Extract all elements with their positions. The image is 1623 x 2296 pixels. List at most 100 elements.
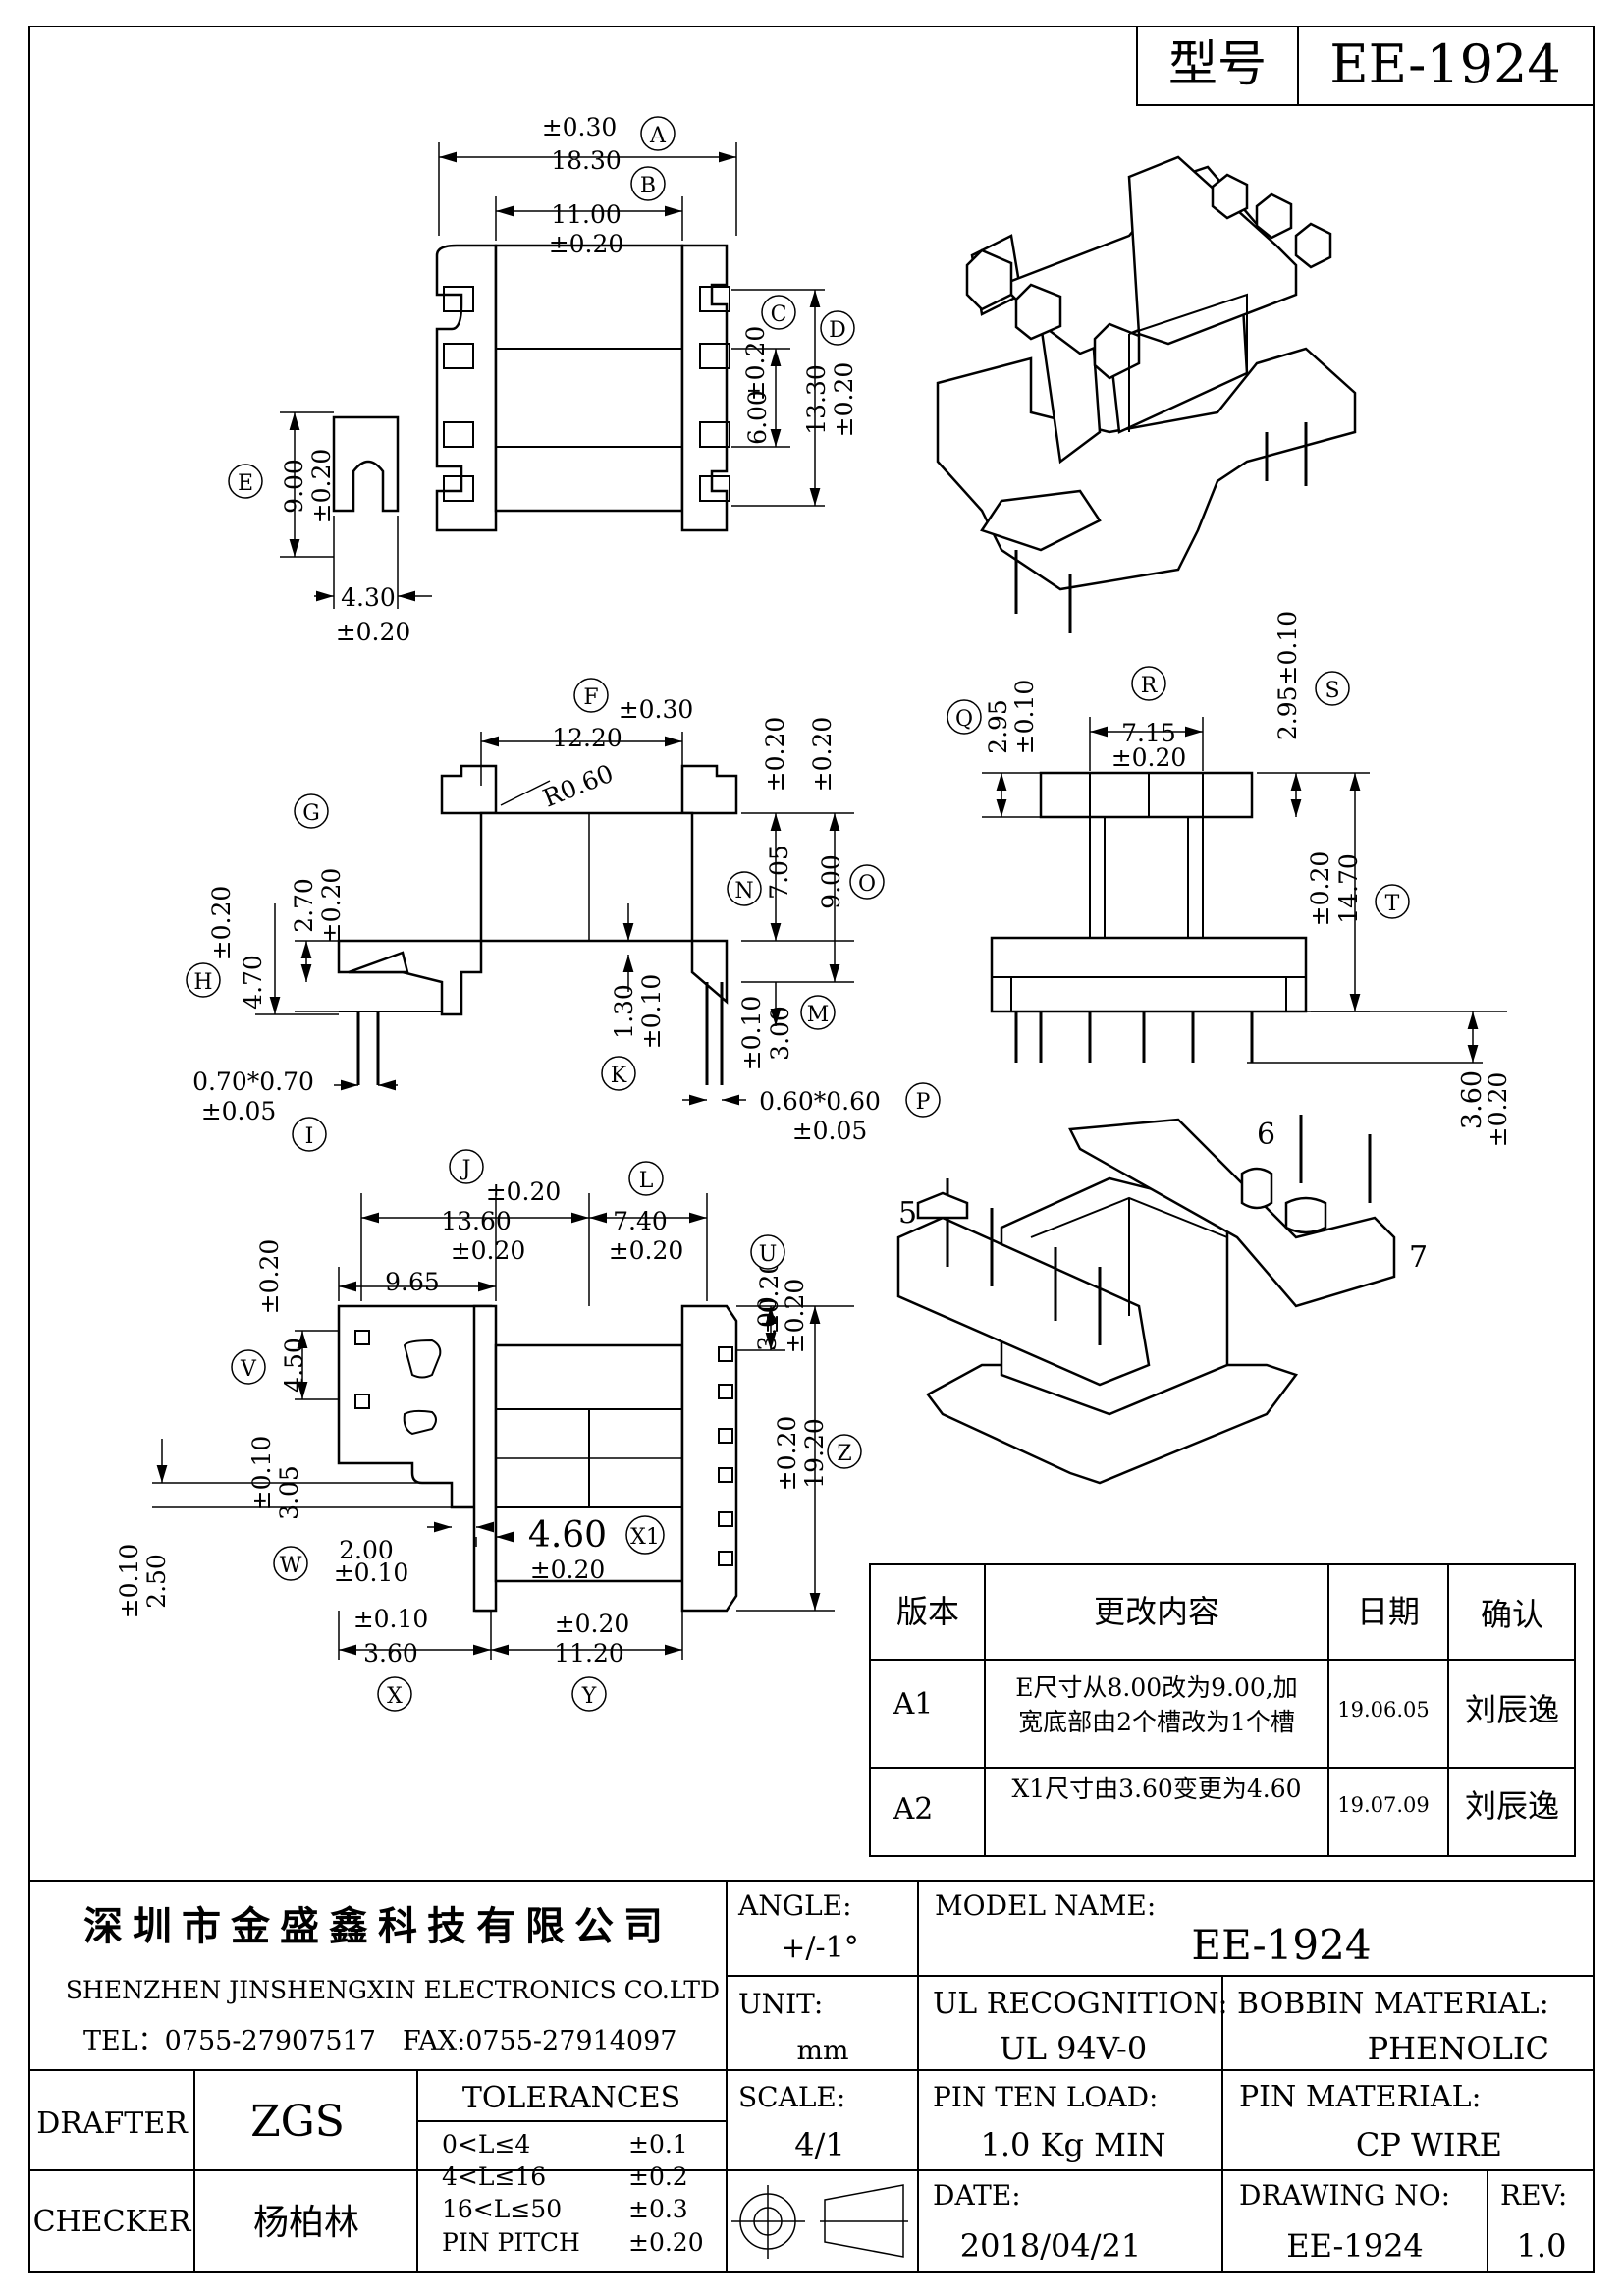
- svg-text:E: E: [238, 471, 253, 496]
- svg-text:F: F: [583, 685, 598, 710]
- callout-b: B: [630, 166, 666, 201]
- front-dim-12-20: 12.20: [552, 724, 622, 752]
- pin-material-value: CP WIRE: [1356, 2126, 1502, 2163]
- front-dim-pin-size-2-tol: ±0.05: [792, 1117, 868, 1145]
- svg-text:Y: Y: [581, 1684, 597, 1709]
- side-dim-14-70: 14.70: [1334, 853, 1363, 924]
- bottom-dim-9-65: 9.65: [385, 1268, 440, 1296]
- callout-m: M: [800, 995, 836, 1030]
- bottom-dim-13-60-tol: ±0.20: [486, 1177, 562, 1206]
- top-dim-9-00: 9.00: [280, 459, 308, 514]
- svg-text:Z: Z: [837, 1442, 851, 1466]
- callout-h: H: [186, 962, 221, 998]
- top-dim-9-00-tol: ±0.20: [307, 449, 336, 524]
- callout-f: F: [573, 678, 609, 713]
- angle-label: ANGLE:: [737, 1889, 852, 1922]
- bottom-dim-4-50: 4.50: [280, 1338, 308, 1393]
- front-dim-r0-60: R0.60: [539, 759, 618, 813]
- bottom-dim-19-20-tol: ±0.20: [773, 1416, 801, 1492]
- bottom-dim-4-60: 4.60: [528, 1515, 607, 1556]
- checker-value: 杨柏林: [253, 2203, 359, 2243]
- revision-row2-confirm: 刘辰逸: [1465, 1787, 1559, 1825]
- projection-symbol: [731, 2184, 908, 2259]
- top-dim-13-30-tol: ±0.20: [830, 362, 858, 438]
- bobbin-material-value: PHENOLIC: [1368, 2030, 1549, 2067]
- bottom-dim-11-20-tol: ±0.20: [555, 1610, 630, 1638]
- revision-header-date: 日期: [1357, 1593, 1420, 1630]
- tolerances-label: TOLERANCES: [462, 2081, 680, 2115]
- drawing-no-label: DRAWING NO:: [1239, 2179, 1450, 2212]
- front-dim-7-05-tol: ±0.20: [761, 717, 789, 793]
- checker-label: CHECKER: [33, 2205, 192, 2239]
- front-dim-4-70-tol: ±0.20: [207, 886, 236, 961]
- front-view: ±0.30 12.20 R0.60 ±0.20 ±0.20 7.05 9.00 …: [186, 678, 941, 1152]
- top-dim-6-00-tol: ±0.20: [741, 326, 770, 402]
- svg-text:G: G: [302, 801, 320, 826]
- svg-text:S: S: [1325, 679, 1339, 703]
- svg-text:C: C: [771, 302, 787, 327]
- callout-k: K: [601, 1056, 636, 1091]
- revision-header-change: 更改内容: [1094, 1593, 1219, 1630]
- front-dim-2-70: 2.70: [290, 878, 318, 933]
- top-dim-11-00-tol: ±0.20: [549, 230, 624, 258]
- bottom-dim-2-50: 2.50: [142, 1554, 171, 1609]
- tolerance-value-1: ±0.1: [628, 2130, 688, 2159]
- front-dim-4-70: 4.70: [239, 955, 267, 1010]
- front-dim-1-30: 1.30: [610, 984, 638, 1039]
- front-dim-pin-size-tol: ±0.05: [201, 1097, 277, 1125]
- callout-d: D: [820, 310, 855, 346]
- side-dim-3-60-tol: ±0.20: [1484, 1072, 1512, 1148]
- company-name-en: SHENZHEN JINSHENGXIN ELECTRONICS CO.LTD: [66, 1976, 720, 2004]
- top-dim-18-30-tol: ±0.30: [542, 113, 618, 141]
- bottom-dim-4-50-tol: ±0.20: [255, 1239, 284, 1315]
- svg-text:U: U: [759, 1242, 778, 1267]
- callout-w: W: [273, 1546, 308, 1581]
- svg-text:X1: X1: [630, 1525, 660, 1550]
- pin-load-label: PIN TEN LOAD:: [933, 2081, 1158, 2113]
- bottom-dim-3-00-tol-b: ±0.20: [781, 1279, 809, 1354]
- unit-value: mm: [796, 2034, 848, 2066]
- callout-c: C: [761, 295, 796, 330]
- bottom-dim-11-20: 11.20: [554, 1639, 624, 1667]
- side-dim-2-95: 2.95: [984, 699, 1012, 754]
- callout-x: X: [377, 1676, 412, 1712]
- front-dim-1-30-tol: ±0.10: [637, 974, 666, 1050]
- svg-text:R: R: [1141, 674, 1159, 698]
- svg-text:D: D: [829, 318, 846, 343]
- svg-text:T: T: [1385, 892, 1400, 916]
- callout-l: L: [628, 1161, 664, 1196]
- tolerance-value-2: ±0.2: [628, 2162, 688, 2191]
- side-dim-3-60: 3.60: [1457, 1070, 1488, 1129]
- callout-e: E: [228, 464, 263, 499]
- company-fax: FAX:0755-27914097: [403, 2026, 676, 2056]
- svg-text:O: O: [858, 872, 876, 897]
- callout-v: V: [231, 1349, 266, 1385]
- callout-n: N: [727, 871, 762, 906]
- front-dim-9-00-tol: ±0.20: [808, 717, 837, 793]
- front-dim-pin-size-2: 0.60*0.60: [759, 1087, 881, 1116]
- callout-o: O: [849, 864, 885, 900]
- revision-row2-change-line1: X1尺寸由3.60变更为4.60: [1011, 1775, 1301, 1803]
- bottom-dim-2-50-tol: ±0.10: [115, 1544, 143, 1619]
- revision-row1-version: A1: [893, 1687, 934, 1722]
- svg-text:X: X: [387, 1684, 403, 1709]
- tolerance-value-3: ±0.3: [628, 2195, 688, 2223]
- bottom-dim-3-00: 3.00: [753, 1296, 782, 1351]
- top-dim-18-30: 18.30: [551, 146, 622, 175]
- model-header-box: 型号 EE-1924: [1136, 26, 1595, 106]
- callout-q: Q: [947, 699, 982, 735]
- revision-row2-version: A2: [893, 1792, 934, 1827]
- company-tel: TEL：0755-27907517: [83, 2026, 376, 2056]
- svg-text:P: P: [916, 1090, 931, 1115]
- bottom-dim-2-00: 2.00: [339, 1536, 394, 1564]
- drawing-no-value: EE-1924: [1286, 2227, 1424, 2265]
- sheet-border: [28, 26, 1595, 2273]
- callout-s: S: [1315, 671, 1350, 706]
- revision-header-confirm: 确认: [1481, 1596, 1543, 1633]
- callout-t: T: [1375, 884, 1410, 919]
- svg-text:Q: Q: [955, 707, 973, 732]
- bottom-dim-7-40-tol: ±0.20: [609, 1236, 684, 1265]
- revision-table: 版本 更改内容 日期 确认 A1 E尺寸从8.00改为9.00,加 宽底部由2个…: [869, 1563, 1576, 1857]
- callout-z: Z: [827, 1434, 862, 1469]
